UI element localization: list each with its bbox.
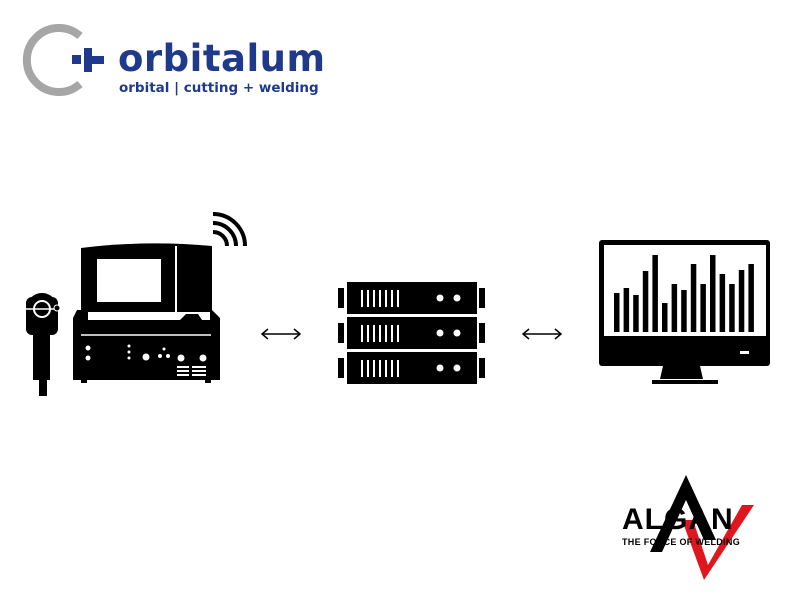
algan-logo-mark <box>650 475 754 580</box>
monitor-bar <box>623 288 630 332</box>
bidirectional-arrow-icon <box>521 328 563 340</box>
orbitalum-logo-mark <box>22 24 104 96</box>
monitor-bar <box>719 274 726 332</box>
server-unit <box>338 282 485 314</box>
orbitalum-tagline: orbital | cutting + welding <box>119 80 319 96</box>
server-unit <box>338 352 485 384</box>
monitor-bar <box>662 303 668 332</box>
welding-machine-icon <box>73 243 220 383</box>
monitor-icon <box>599 240 770 384</box>
monitor-bar <box>642 271 649 332</box>
monitor-bar <box>690 264 697 332</box>
monitor-bar <box>671 284 678 332</box>
monitor-bar <box>700 284 706 332</box>
monitor-bar <box>633 295 639 332</box>
algan-tagline: THE FORCE OF WELDING <box>622 537 740 547</box>
monitor-bar <box>738 270 745 332</box>
monitor-bar <box>729 284 735 332</box>
server-unit <box>338 317 485 349</box>
server-icon <box>338 282 485 384</box>
algan-brand-name: ALGAN <box>622 503 734 536</box>
monitor-bar <box>748 264 754 332</box>
monitor-bar <box>710 255 716 332</box>
weld-head-icon <box>26 293 61 396</box>
monitor-bar <box>652 255 658 332</box>
monitor-bar <box>681 290 687 332</box>
bidirectional-arrow-icon <box>260 328 302 340</box>
monitor-bar <box>614 293 620 332</box>
orbitalum-brand-name: orbitalum <box>118 37 326 80</box>
wifi-icon <box>212 212 247 247</box>
